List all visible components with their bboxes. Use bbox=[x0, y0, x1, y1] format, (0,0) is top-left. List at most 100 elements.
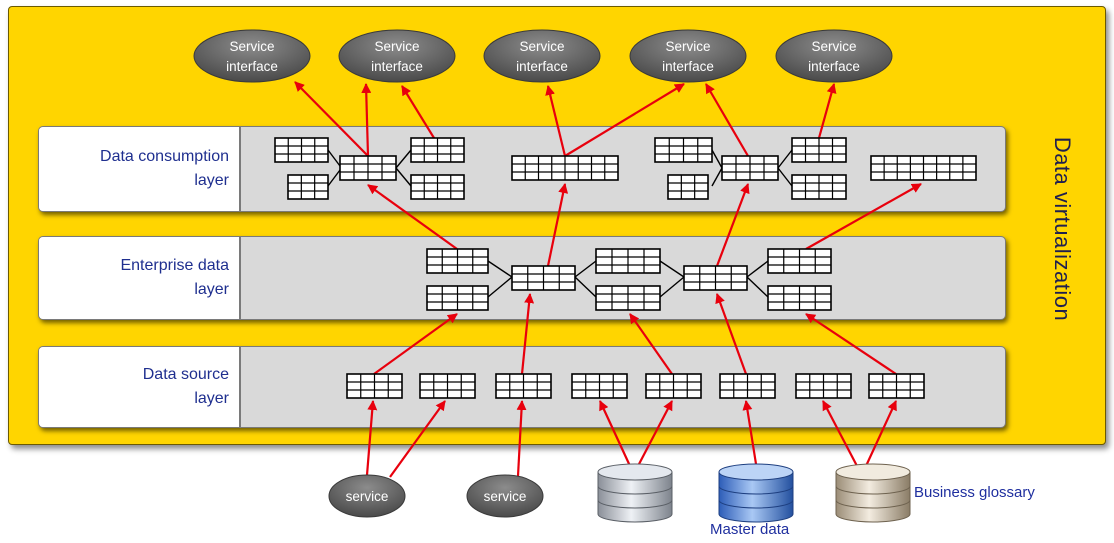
flow-arrow bbox=[705, 83, 749, 157]
connector-line bbox=[711, 149, 723, 169]
master-data-label: Master data bbox=[710, 521, 790, 538]
connector-line bbox=[659, 260, 685, 278]
database-icon bbox=[597, 463, 673, 523]
service-interface-line2: interface bbox=[516, 59, 568, 74]
service-interface-line1: Service bbox=[374, 39, 419, 54]
flow-arrow bbox=[546, 183, 569, 267]
service-node-2: service bbox=[466, 474, 544, 518]
connector-line bbox=[659, 276, 685, 298]
flow-arrow bbox=[742, 400, 758, 465]
connector-line bbox=[395, 167, 412, 187]
table-icon bbox=[410, 137, 465, 163]
flow-arrow bbox=[822, 400, 858, 467]
flow-arrow bbox=[545, 85, 567, 157]
table-icon bbox=[721, 155, 779, 181]
table-icon bbox=[495, 373, 552, 399]
service-label: service bbox=[484, 489, 527, 504]
flow-arrow bbox=[361, 83, 372, 157]
table-icon bbox=[419, 373, 476, 399]
service-interface-2: Service interface bbox=[338, 29, 456, 83]
connector-line bbox=[487, 276, 513, 298]
service-interface-line1: Service bbox=[665, 39, 710, 54]
flow-arrow bbox=[715, 183, 750, 267]
table-icon bbox=[791, 174, 847, 200]
service-interface-5: Service interface bbox=[775, 29, 893, 83]
layer-label-line1: Data source bbox=[142, 366, 229, 383]
layer-label-line2: layer bbox=[194, 390, 229, 407]
table-icon bbox=[795, 373, 852, 399]
flow-arrow bbox=[516, 400, 527, 477]
table-icon bbox=[346, 373, 403, 399]
flow-arrow bbox=[805, 183, 922, 250]
table-icon bbox=[410, 174, 465, 200]
table-icon bbox=[645, 373, 702, 399]
layer-label: Enterprise data layer bbox=[39, 237, 241, 319]
flow-arrow bbox=[715, 293, 748, 375]
layer-label-line1: Data consumption bbox=[100, 148, 229, 165]
layer-label-line1: Enterprise data bbox=[120, 257, 229, 274]
table-icon bbox=[767, 285, 832, 311]
table-icon bbox=[511, 155, 619, 181]
service-interface-3: Service interface bbox=[483, 29, 601, 83]
table-icon bbox=[870, 155, 977, 181]
data-flow-arrows bbox=[294, 81, 922, 478]
table-icon bbox=[426, 285, 489, 311]
table-icon bbox=[595, 248, 661, 274]
table-icon bbox=[767, 248, 832, 274]
business-glossary-label: Business glossary bbox=[914, 484, 1035, 501]
table-icon bbox=[426, 248, 489, 274]
layer-label: Data consumption layer bbox=[39, 127, 241, 211]
enterprise-data-layer: Enterprise data layer bbox=[38, 236, 1006, 320]
connector-line bbox=[574, 276, 597, 298]
flow-arrow bbox=[599, 400, 631, 467]
connector-line bbox=[711, 167, 723, 187]
table-icon bbox=[511, 265, 576, 291]
service-interface-line1: Service bbox=[229, 39, 274, 54]
flow-arrow bbox=[805, 313, 897, 375]
service-label: service bbox=[346, 489, 389, 504]
table-icon bbox=[719, 373, 776, 399]
service-interface-1: Service interface bbox=[193, 29, 311, 83]
flow-arrow bbox=[564, 83, 685, 157]
service-interface-line2: interface bbox=[371, 59, 423, 74]
layer-label-line2: layer bbox=[194, 281, 229, 298]
connector-line bbox=[327, 169, 341, 187]
table-icon bbox=[287, 174, 329, 200]
table-icon bbox=[274, 137, 329, 163]
connector-line bbox=[395, 149, 412, 169]
layer-label: Data source layer bbox=[39, 347, 241, 427]
table-icon bbox=[595, 285, 661, 311]
flow-arrow bbox=[367, 184, 458, 250]
flow-arrow bbox=[365, 400, 378, 476]
connector-line bbox=[777, 149, 793, 169]
connector-line bbox=[487, 260, 513, 278]
business-glossary-database-icon bbox=[835, 463, 911, 523]
flow-arrow bbox=[865, 400, 897, 467]
flow-arrow bbox=[401, 85, 435, 139]
service-interface-line2: interface bbox=[808, 59, 860, 74]
table-icon bbox=[339, 155, 397, 181]
service-interface-line2: interface bbox=[226, 59, 278, 74]
master-data-database-icon bbox=[718, 463, 794, 523]
connector-lines bbox=[327, 149, 793, 298]
flow-arrow bbox=[373, 313, 458, 375]
flow-arrow bbox=[389, 400, 446, 478]
flow-arrow bbox=[294, 81, 369, 157]
table-icon bbox=[791, 137, 847, 163]
table-icon bbox=[571, 373, 628, 399]
flow-arrow bbox=[817, 83, 837, 139]
service-interface-line2: interface bbox=[662, 59, 714, 74]
flow-arrow bbox=[637, 400, 673, 467]
table-icon bbox=[667, 174, 709, 200]
table-icons bbox=[274, 137, 977, 399]
connector-line bbox=[327, 149, 341, 167]
service-node-1: service bbox=[328, 474, 406, 518]
service-interface-line1: Service bbox=[811, 39, 856, 54]
layer-label-line2: layer bbox=[194, 172, 229, 189]
flow-arrow bbox=[520, 293, 535, 375]
table-icon bbox=[654, 137, 713, 163]
flow-arrow bbox=[629, 313, 673, 375]
table-icon bbox=[868, 373, 925, 399]
